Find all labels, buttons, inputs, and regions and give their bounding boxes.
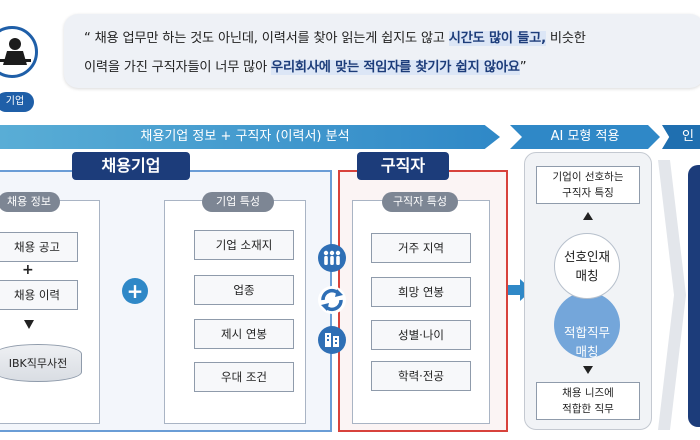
- banner-ai-model: AI 모형 적용: [510, 125, 660, 149]
- circle1-line-1: 선호인재: [563, 249, 610, 264]
- seeker-tab: 구직자: [357, 152, 449, 180]
- ai-top-line-2: 구직자 특징: [562, 187, 614, 199]
- quote-line-2: 이력을 가진 구직자들이 너무 많아 우리회사에 맞는 적임자를 찾기가 쉽지 …: [84, 56, 527, 75]
- job-dictionary-database: IBK직무사전: [0, 344, 82, 382]
- company-feature-pill: 기업 특성: [202, 192, 274, 212]
- quote-line-1-text: “ 채용 업무만 하는 것도 아닌데, 이력서를 찾아 읽는게 쉽지도 않고: [84, 31, 449, 46]
- quote-line-1-highlight: 시간도 많이 들고,: [448, 31, 546, 46]
- circle1-line-2: 매칭: [575, 268, 599, 283]
- info-item-posting: 채용 공고: [0, 232, 78, 262]
- chevron-right-icon: [658, 160, 688, 430]
- company-feature-industry: 업종: [194, 275, 294, 305]
- company-feature-salary: 제시 연봉: [194, 319, 294, 349]
- quote-line-2-end: ”: [519, 60, 527, 75]
- suitable-job-box: 채용 니즈에 적합한 직무: [536, 382, 640, 420]
- job-matching-circle: 적합직무 매칭: [554, 292, 620, 359]
- seeker-feature-residence: 거주 지역: [371, 233, 471, 263]
- avatar-badge: 기업: [0, 92, 34, 112]
- banner-analysis: 채용기업 정보 + 구직자 (이력서) 분석: [0, 125, 500, 149]
- ai-bottom-line-2: 적합한 직무: [562, 403, 614, 415]
- seeker-feature-gender-age: 성별·나이: [371, 320, 471, 350]
- preferred-seeker-traits-box: 기업이 선호하는 구직자 특징: [536, 166, 640, 204]
- down-arrow-icon: [24, 320, 34, 329]
- info-item-history: 채용 이력: [0, 280, 78, 310]
- plus-sign: +: [22, 262, 34, 278]
- down-arrow-icon-ai: [583, 366, 593, 374]
- sync-arrows-icon: [318, 286, 346, 314]
- talent-matching-circle: 선호인재 매칭: [554, 233, 620, 299]
- building-icon: [318, 326, 346, 354]
- seeker-feature-education: 학력·전공: [371, 361, 471, 391]
- up-arrow-icon: [583, 212, 593, 220]
- company-tab: 채용기업: [72, 152, 190, 180]
- quote-line-1-end: 비슷한: [545, 31, 586, 46]
- company-feature-location: 기업 소재지: [194, 230, 294, 260]
- ai-top-line-1: 기업이 선호하는: [552, 171, 624, 183]
- quote-line-1: “ 채용 업무만 하는 것도 아닌데, 이력서를 찾아 읽는게 쉽지도 않고 시…: [84, 27, 586, 46]
- quote-box: [64, 14, 700, 88]
- people-group-icon: [318, 244, 346, 272]
- quote-line-2-highlight: 우리회사에 맞는 적임자를 찾기가 쉽지 않아요: [271, 60, 520, 75]
- quote-line-2-text: 이력을 가진 구직자들이 너무 많아: [84, 60, 272, 75]
- circle2-line-1: 적합직무: [563, 325, 610, 340]
- banner-next-step: 인: [662, 125, 700, 149]
- ai-bottom-line-1: 채용 니즈에: [562, 387, 614, 399]
- seeker-feature-pill: 구직자 특성: [382, 192, 458, 212]
- plus-circle-icon: +: [122, 278, 148, 304]
- user-avatar-icon: [0, 26, 38, 78]
- company-feature-preference: 우대 조건: [194, 362, 294, 392]
- next-stage-panel: [688, 165, 700, 427]
- recruit-info-pill: 채용 정보: [0, 192, 60, 212]
- circle2-line-2: 매칭: [575, 344, 599, 359]
- seeker-feature-salary: 희망 연봉: [371, 277, 471, 307]
